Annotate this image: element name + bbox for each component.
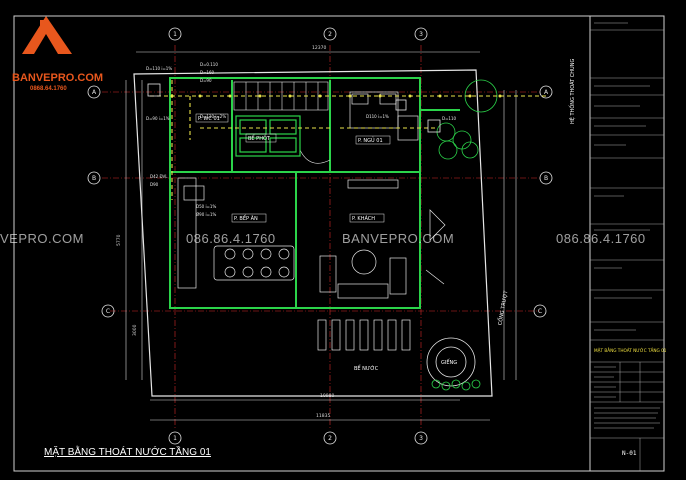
watermark-site: BANVEPRO.COM [342,231,455,246]
room-label-well: GIẾNG [441,358,457,366]
pipe-label-8: D=110 [442,116,457,121]
brand-phone: 0868.64.1760 [30,86,67,92]
living-furniture [319,179,446,299]
pipe-label-12: Ø90 i=1% [196,212,217,217]
inspection-boxes [147,83,441,133]
logo-house-icon [22,16,72,54]
dim-left-a: 5770 [116,234,122,246]
grid-label-col-1-bottom: 1 [173,435,177,442]
pipe-labels: D=110 i=1% D=90 i=1% D=0.110 D=160 D=90 … [146,62,457,217]
drawing-title: MẶT BẰNG THOÁT NƯỚC TẦNG 01 [44,447,211,458]
pipe-label-4: D=160 [200,70,215,75]
pipe-label-5: D=90 [200,78,212,83]
grid-label-row-b: B [92,175,96,182]
site-boundary [133,69,493,397]
dimension-lines [125,51,517,421]
pipe-label-11: D50 i=1% [196,204,216,209]
pipe-label-10: D90 [150,182,159,187]
well-symbol [426,337,476,387]
grid-label-row-b-right: B [544,175,548,182]
grid-label-col-3: 3 [419,31,423,38]
grid-lines [102,45,540,430]
watermark-site-partial: VEPRO.COM [0,231,84,246]
kitchen-furniture [177,177,295,289]
watermark-phone-2: 086.86.4.1760 [556,231,646,246]
grid-label-row-a: A [92,89,97,96]
septic-tank [235,115,301,157]
title-block: MẶT BẰNG THOÁT NƯỚC TẦNG 01 [589,15,667,472]
drainage-pipes [150,80,548,200]
dim-bottom-total: 11835 [316,413,330,419]
grid-label-row-c: C [106,308,110,315]
room-label-living: P. KHÁCH [352,215,375,222]
pipe-label-3: D=0.110 [200,62,218,67]
room-labels: P. WC 01 BỂ PHỐT P. NGỦ 01 P. BẾP ĂN P. … [195,59,576,372]
dim-top-total: 12370 [312,45,326,51]
stair-symbol [233,81,331,164]
room-label-kitchen: P. BẾP ĂN [234,214,258,222]
pipe-label-1: D=110 i=1% [146,66,172,71]
grid-labels: 1 2 3 1 2 3 A B C A B C [92,31,549,442]
pipe-label-6: D=110 i=2% [200,114,226,119]
bottom-area [317,319,411,351]
pipe-label-2: D=90 i=1% [146,116,170,121]
grid-label-col-2: 2 [328,31,332,38]
watermark-phone-1: 086.86.4.1760 [186,231,276,246]
room-label-bedroom: P. NGỦ 01 [358,136,383,144]
room-label-wc: P. WC 01 [198,116,220,122]
room-label-septic: BỂ PHỐT [248,134,271,142]
pipe-label-9: D42 ĐVL [150,174,168,179]
room-label-pond: BỂ NƯỚC [354,364,379,372]
title-block-drawing-name: MẶT BẰNG THOÁT NƯỚC TẦNG 01 [594,348,667,353]
grid-label-col-2-bottom: 2 [328,435,332,442]
grid-bubbles [87,27,553,445]
building-walls [169,77,460,309]
room-label-gate: CỔNG TRƯỢT [495,289,509,326]
grid-label-col-1: 1 [173,31,177,38]
pipe-nodes [170,94,502,98]
sheet-number: N-01 [622,450,637,457]
grid-label-row-a-right: A [544,89,549,96]
grid-label-row-c-right: C [538,308,542,315]
room-label-vertical-note: HỆ THỐNG THOÁT CHUNG [568,59,576,124]
pipe-label-7: D110 i=1% [366,114,389,119]
brand-name: BANVEPRO.COM [12,72,104,84]
grid-label-col-3-bottom: 3 [419,435,423,442]
dim-left-b: 3000 [132,324,138,336]
